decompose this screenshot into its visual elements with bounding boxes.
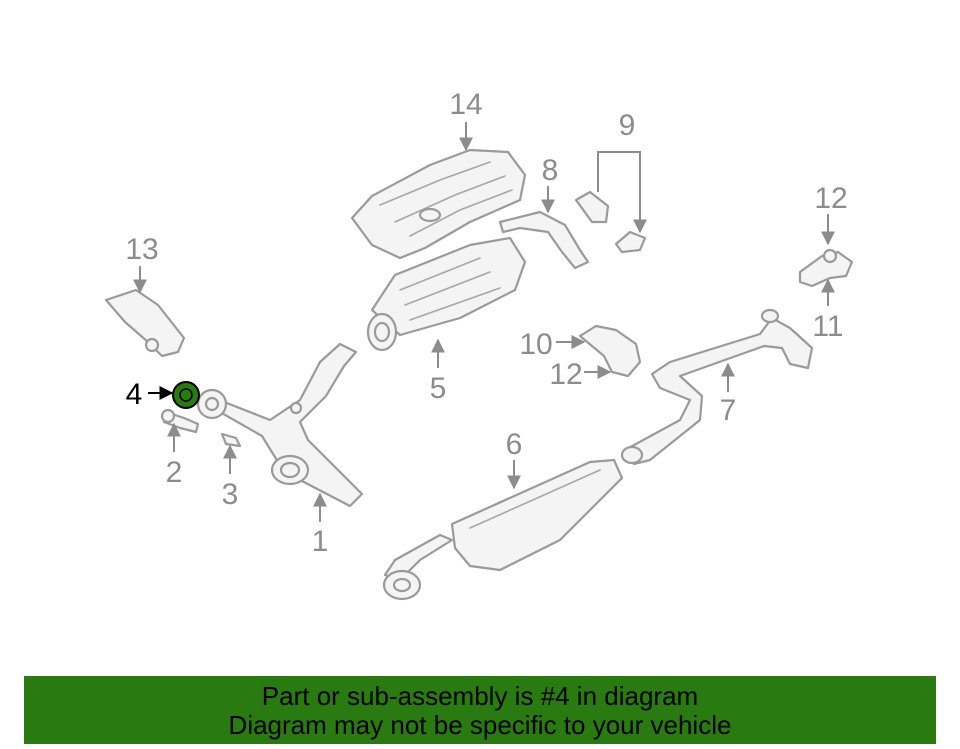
part-1-y-pipe[interactable] [196,342,364,508]
part-9-hangers[interactable] [574,190,647,254]
banner-line-1: Part or sub-assembly is #4 in diagram [261,681,699,711]
callout-13: 13 [125,233,158,266]
leader-lines [133,122,835,522]
part-11-12-hanger[interactable] [798,248,854,288]
callout-12-lower: 12 [549,358,582,391]
part-14-heat-shield[interactable] [350,148,527,260]
callout-labels: 14 8 9 12 11 13 5 10 12 7 6 2 3 1 4 [125,88,847,558]
part-2-bolt[interactable] [160,408,200,434]
callout-9: 9 [619,109,636,142]
banner-line-2: Diagram may not be specific to your vehi… [228,710,732,740]
callout-12-upper: 12 [814,182,847,215]
part-4-gasket[interactable] [172,381,200,409]
callout-3: 3 [222,478,239,511]
callout-11: 11 [812,310,843,343]
part-13-bracket[interactable] [104,288,186,358]
callout-14: 14 [449,88,482,121]
part-5-catalytic-converter[interactable] [366,236,527,352]
callout-1: 1 [312,525,329,558]
callout-5: 5 [430,372,447,405]
part-3-stud[interactable] [220,432,242,448]
callout-7: 7 [720,394,737,427]
callout-4: 4 [126,378,143,411]
part-10-12-hanger[interactable] [578,324,642,378]
callout-2: 2 [166,456,183,489]
callout-8: 8 [542,154,559,187]
part-6-muffler[interactable] [382,458,624,601]
callout-10: 10 [519,328,552,361]
callout-6: 6 [506,428,523,461]
info-banner: Part or sub-assembly is #4 in diagram Di… [24,676,936,744]
part-8-bracket[interactable] [498,210,590,270]
part-7-tailpipe[interactable] [620,308,814,466]
